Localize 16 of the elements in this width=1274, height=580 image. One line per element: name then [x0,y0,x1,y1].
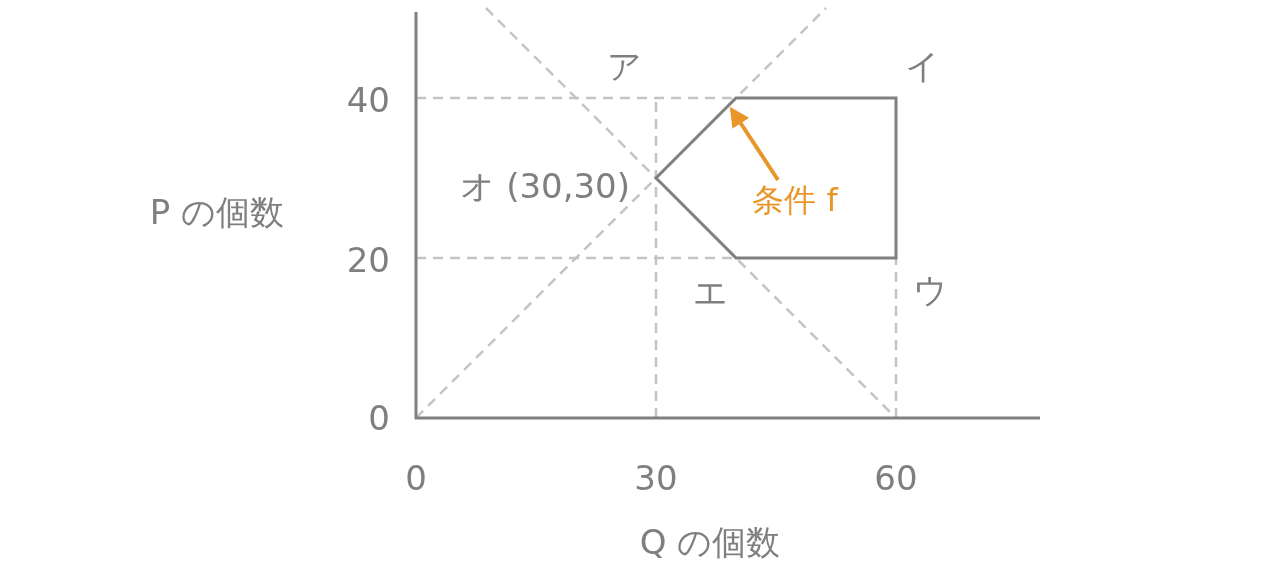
point-label: オ (30,30) [459,165,630,208]
tick-label: 20 [345,239,390,282]
feasible-region [656,98,896,258]
point-label: ア [605,45,643,88]
point-label: エ [691,271,729,314]
axis-title: P の個数 [148,191,286,234]
tick-label: 30 [633,457,679,500]
arrow [729,106,780,182]
tick-label: 40 [345,79,390,122]
tick-label: 60 [873,457,919,500]
tick-label: 0 [404,457,428,500]
tick-label: 0 [367,397,390,440]
point-label: ウ [911,269,949,312]
point-label: イ [903,45,941,88]
condition-label: 条件 f [730,178,860,222]
axis-title: Q の個数 [638,521,782,564]
